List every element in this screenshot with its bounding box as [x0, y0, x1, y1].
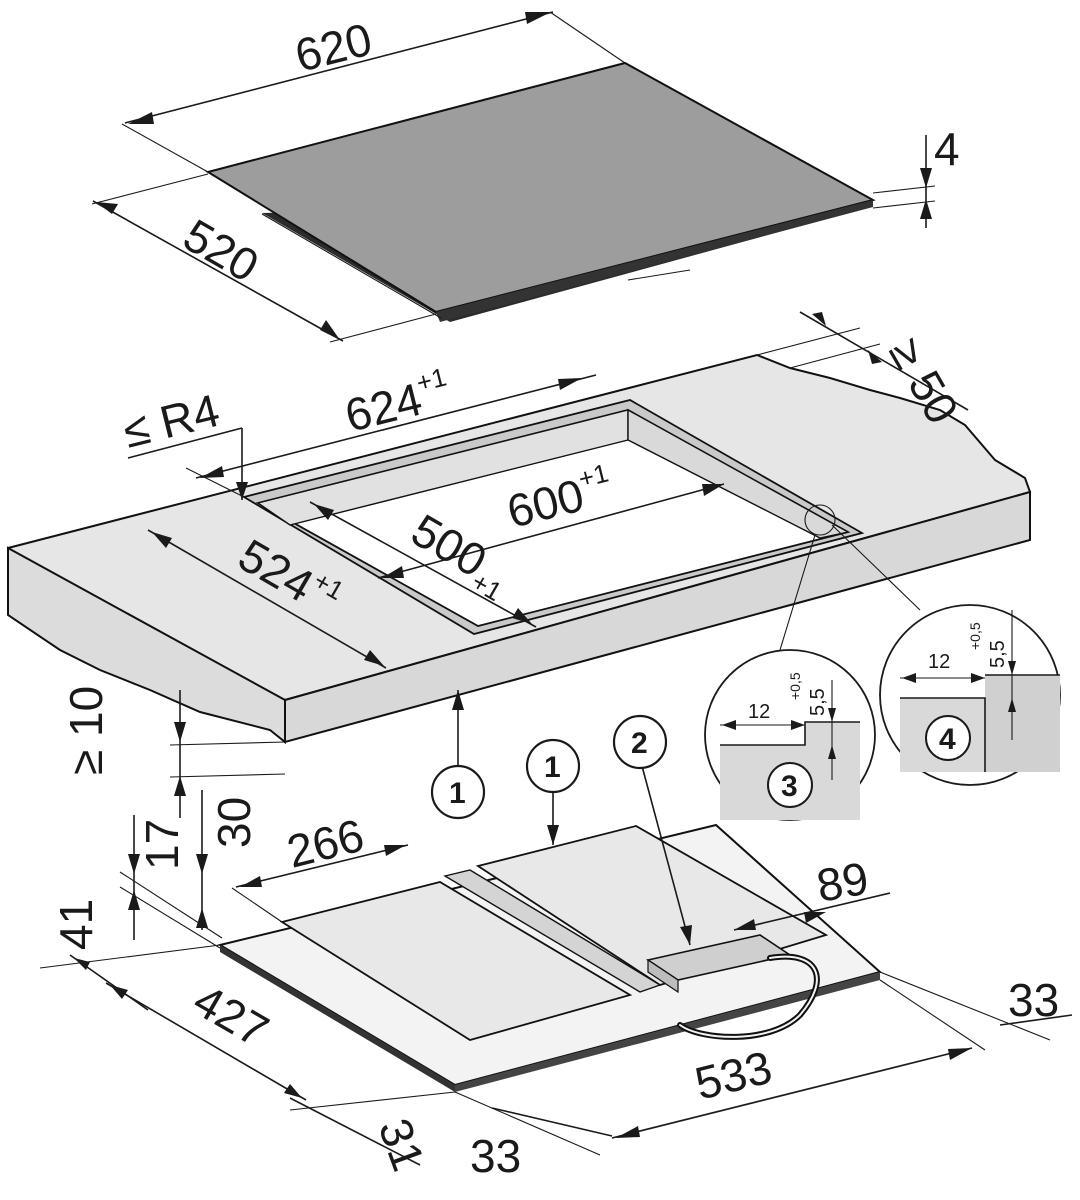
callout-1-unit: 1 — [544, 751, 561, 784]
callout-markers: 1 1 2 — [430, 714, 692, 946]
dim-hob-depth: 520 — [175, 209, 267, 292]
hob-drawing — [205, 61, 876, 322]
worktop-side-edge — [284, 490, 1031, 744]
detail4-width: 12 — [928, 651, 950, 673]
detail-4: 12 5,5 +0,5 4 — [831, 524, 1061, 786]
detail3-tol: +0,5 — [787, 672, 803, 700]
hob-glass-edge — [436, 200, 873, 322]
unit-module-left — [279, 881, 633, 1041]
detail-3: 12 5,5 +0,5 3 — [704, 534, 876, 821]
detail3-width: 12 — [748, 701, 770, 723]
dim-cutout-radius: ≤ R4 — [118, 384, 225, 458]
callout-3: 3 — [781, 770, 798, 803]
dim-unit-rear-edge: 33 — [1008, 974, 1059, 1026]
callout-1-worktop: 1 — [449, 777, 466, 810]
unit-drawing — [217, 823, 883, 1092]
detail4-depth: 5,5 — [987, 640, 1009, 668]
callout-4: 4 — [939, 723, 956, 756]
worktop-drawing — [7, 353, 1032, 745]
detail4-tol: +0,5 — [967, 622, 983, 650]
dim-front-clearance: ≥ 10 — [60, 686, 112, 775]
dim-unit-top-width: 266 — [282, 809, 369, 878]
dim-unit-height-a: 17 — [136, 819, 188, 870]
detail3-depth: 5,5 — [807, 688, 829, 716]
dim-hob-thickness: 4 — [934, 123, 960, 175]
unit-dimensions: 17 30 266 41 427 31 33 533 33 — [39, 790, 1073, 1182]
dim-unit-side-depth: 427 — [185, 974, 277, 1057]
dim-unit-offset-front: 41 — [50, 899, 102, 950]
hob-glass-top — [205, 61, 876, 314]
detail-marker-circle — [804, 504, 836, 536]
dim-unit-height-b: 30 — [208, 797, 260, 848]
dim-unit-front-edge: 33 — [470, 1130, 521, 1182]
unit-center-rail — [443, 869, 662, 993]
dim-connection-offset: 89 — [813, 852, 872, 912]
dim-unit-front-offset: 31 — [369, 1112, 435, 1178]
callout-2: 2 — [631, 727, 648, 760]
dim-cutout-outer-width: 624+1 — [339, 362, 456, 442]
dim-hob-width: 620 — [290, 13, 377, 82]
